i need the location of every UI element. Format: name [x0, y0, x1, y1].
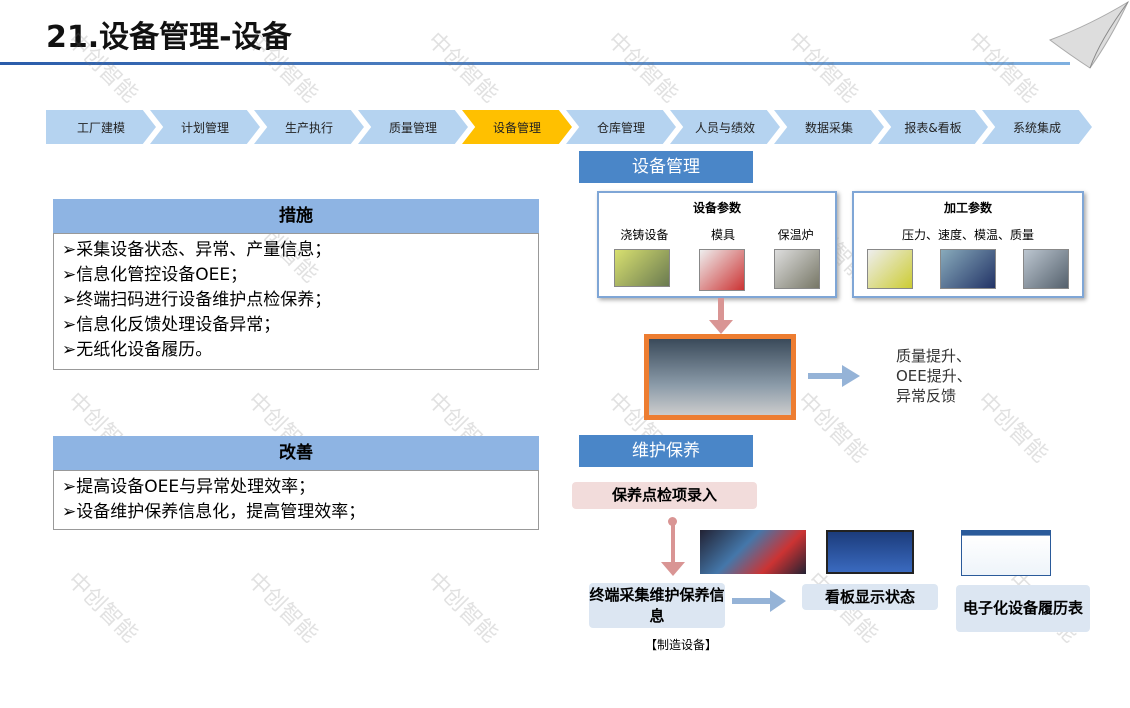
measure-item: ➢采集设备状态、异常、产量信息； [62, 240, 332, 260]
measure-item: ➢信息化反馈处理设备异常； [62, 315, 281, 335]
down-arrow-icon [709, 320, 733, 334]
process-bar: 工厂建模计划管理生产执行质量管理设备管理仓库管理人员与绩效数据采集报表&看板系统… [46, 110, 1092, 144]
history-report-image [961, 530, 1051, 576]
casting-machine-image [613, 249, 670, 287]
improvement-list: ➢提高设备OEE与异常处理效率； ➢设备维护保养信息化，提高管理效率； [53, 470, 539, 530]
maintenance-tag: 维护保养 [579, 435, 753, 467]
down-arrow-icon [661, 562, 685, 576]
measure-item: ➢无纸化设备履历。 [62, 340, 213, 360]
down-arrow-shaft [671, 522, 675, 564]
improvement-item: ➢提高设备OEE与异常处理效率； [62, 477, 316, 497]
page-curl-icon [1048, 0, 1130, 69]
cabinet-image [1022, 249, 1069, 289]
process-step[interactable]: 质量管理 [358, 110, 468, 144]
kanban-status-box: 看板显示状态 [802, 584, 938, 610]
process-step[interactable]: 数据采集 [774, 110, 884, 144]
result-line: 质量提升、 [896, 347, 972, 365]
watermark: 中创智能 [782, 27, 863, 108]
measure-item: ➢信息化管控设备OEE； [62, 265, 248, 285]
equipment-mgmt-tag: 设备管理 [579, 151, 753, 183]
process-params-text: 压力、速度、模温、质量 [901, 228, 1034, 242]
watermark: 中创智能 [972, 387, 1053, 468]
param-label: 保温炉 [777, 228, 814, 242]
watermark: 中创智能 [962, 27, 1043, 108]
watermark: 中创智能 [792, 387, 873, 468]
process-step[interactable]: 报表&看板 [878, 110, 988, 144]
right-arrow-shaft [732, 598, 772, 604]
terminal-note: 【制造设备】 [645, 638, 718, 652]
title-divider [0, 62, 1070, 65]
equipment-params-panel: 设备参数 浇铸设备 模具 保温炉 [597, 191, 837, 298]
watermark: 中创智能 [422, 27, 503, 108]
right-arrow-icon [770, 590, 786, 612]
improvement-item: ➢设备维护保养信息化，提高管理效率； [62, 502, 366, 522]
page-title: 21.设备管理-设备 [46, 20, 292, 55]
daq-image [939, 249, 996, 289]
tablet-image [700, 530, 806, 574]
watermark: 中创智能 [242, 567, 323, 648]
result-text: 质量提升、 OEE提升、 异常反馈 [896, 346, 972, 406]
process-step[interactable]: 工厂建模 [46, 110, 156, 144]
watermark: 中创智能 [62, 567, 143, 648]
param-label: 浇铸设备 [620, 228, 669, 242]
process-params-panel: 加工参数 压力、速度、模温、质量 [852, 191, 1084, 298]
process-step[interactable]: 生产执行 [254, 110, 364, 144]
inspection-entry-box: 保养点检项录入 [572, 482, 757, 509]
equipment-history-box: 电子化设备履历表 [956, 585, 1090, 632]
down-arrow-shaft [718, 298, 724, 324]
furnace-image [774, 249, 821, 289]
process-step[interactable]: 仓库管理 [566, 110, 676, 144]
terminal-collect-box: 终端采集维护保养信息 [589, 583, 725, 628]
mold-image [698, 249, 745, 291]
param-label: 模具 [710, 228, 735, 242]
sensor-image [867, 249, 914, 289]
kanban-image [826, 530, 914, 574]
measures-header: 措施 [53, 199, 539, 233]
measures-list: ➢采集设备状态、异常、产量信息； ➢信息化管控设备OEE； ➢终端扫码进行设备维… [53, 233, 539, 370]
watermark: 中创智能 [422, 567, 503, 648]
params-title: 设备参数 [692, 201, 741, 215]
connector-dot [668, 517, 677, 526]
measure-item: ➢终端扫码进行设备维护点检保养； [62, 290, 332, 310]
result-line: OEE提升、 [896, 367, 972, 385]
watermark: 中创智能 [602, 27, 683, 108]
process-params-title: 加工参数 [943, 201, 992, 215]
right-arrow-icon [842, 365, 860, 387]
process-step[interactable]: 计划管理 [150, 110, 260, 144]
result-line: 异常反馈 [896, 387, 957, 405]
right-arrow-shaft [808, 373, 844, 379]
process-step[interactable]: 设备管理 [462, 110, 572, 144]
process-step[interactable]: 系统集成 [982, 110, 1092, 144]
control-room-image [644, 334, 796, 420]
improvement-header: 改善 [53, 436, 539, 470]
process-step[interactable]: 人员与绩效 [670, 110, 780, 144]
